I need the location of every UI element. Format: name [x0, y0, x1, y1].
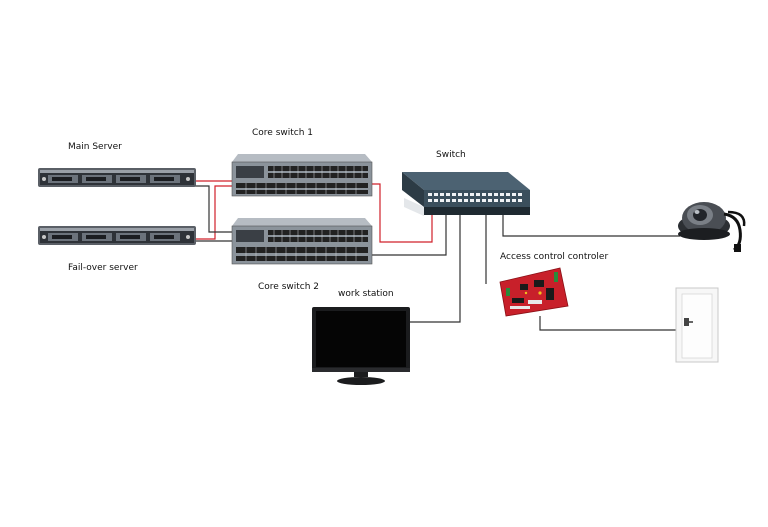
- work-station-label: work station: [338, 289, 394, 299]
- connections: [195, 180, 682, 331]
- link-switch-workstation: [408, 215, 461, 323]
- main-server-label: Main Server: [68, 142, 122, 152]
- link-failover-core1: [195, 185, 232, 240]
- access-switch: [402, 172, 530, 216]
- link-core1-switch: [368, 183, 433, 243]
- link-core2-switch: [368, 215, 447, 256]
- core-switch-1-label: Core switch 1: [252, 128, 314, 138]
- main-server: [38, 168, 196, 187]
- link-main-server-core2: [195, 185, 232, 233]
- core-switch-1: [231, 154, 373, 197]
- core-switch-2-label: Core switch 2: [258, 282, 320, 292]
- access-control-board: [499, 267, 569, 317]
- door: [675, 287, 719, 363]
- workstation-monitor: [312, 307, 410, 385]
- failover-server-label: Fail-over server: [68, 263, 138, 273]
- core-switch-2: [231, 218, 373, 265]
- access-control-label: Access control controler: [500, 252, 609, 262]
- switch-label: Switch: [436, 150, 466, 160]
- failover-server: [38, 226, 196, 245]
- link-controller-door: [539, 316, 682, 331]
- dome-camera: [678, 202, 746, 252]
